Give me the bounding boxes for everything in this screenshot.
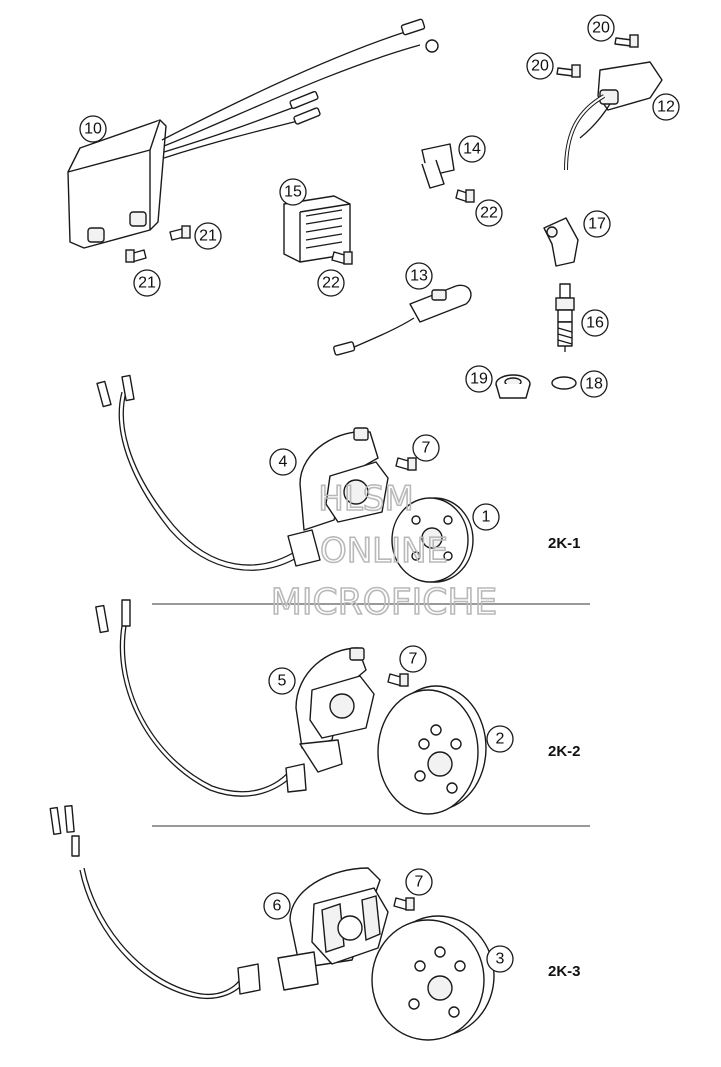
spark-plug-cap <box>543 217 579 267</box>
svg-text:18: 18 <box>585 376 603 393</box>
svg-text:14: 14 <box>463 141 481 158</box>
stator-plate-4 <box>96 374 389 571</box>
bolt-7-variant-1 <box>395 457 417 471</box>
bolt-22-regulator <box>331 251 353 265</box>
callout-5: 5 <box>268 667 296 695</box>
svg-text:10: 10 <box>84 121 102 138</box>
svg-text:5: 5 <box>278 673 287 690</box>
stator-plate-5 <box>95 599 375 797</box>
o-ring-18 <box>551 376 577 390</box>
bolt-21-lower <box>125 249 147 263</box>
stator-plate-6 <box>49 805 389 1000</box>
flywheel-3 <box>371 915 495 1041</box>
callout-7-variant-1: 7 <box>412 434 440 462</box>
variant-label-2k-2: 2K-2 <box>548 743 581 760</box>
svg-text:13: 13 <box>410 268 428 285</box>
callout-19: 19 <box>465 365 493 393</box>
callout-7-variant-3: 7 <box>405 868 433 896</box>
seal-ring-19 <box>495 374 531 399</box>
svg-text:12: 12 <box>657 99 675 116</box>
callout-1: 1 <box>472 503 500 531</box>
bolt-7-variant-2 <box>387 673 409 687</box>
callout-22-lower: 22 <box>317 269 345 297</box>
spark-plug <box>555 283 575 352</box>
watermark: HLSM ONLINE MICROFICHE <box>270 478 498 624</box>
bolt-20-upper <box>614 34 639 48</box>
callout-12: 12 <box>652 93 680 121</box>
svg-text:21: 21 <box>138 275 156 292</box>
bolt-7-variant-3 <box>393 897 415 911</box>
svg-text:15: 15 <box>284 184 302 201</box>
watermark-line-3: MICROFICHE <box>271 582 497 623</box>
wire-harness-13 <box>333 284 472 356</box>
svg-text:7: 7 <box>409 651 418 668</box>
cdi-unit <box>67 18 439 249</box>
svg-text:16: 16 <box>586 315 604 332</box>
callout-2: 2 <box>486 725 514 753</box>
callout-6: 6 <box>263 892 291 920</box>
callout-3: 3 <box>486 945 514 973</box>
variant-label-2k-3: 2K-3 <box>548 963 581 980</box>
callout-20-upper: 20 <box>587 14 615 42</box>
svg-text:3: 3 <box>496 951 505 968</box>
svg-text:7: 7 <box>415 874 424 891</box>
svg-text:1: 1 <box>482 509 491 526</box>
flywheel-2 <box>377 685 487 815</box>
bolt-21-upper <box>169 225 191 241</box>
callout-21-lower: 21 <box>133 269 161 297</box>
callout-21-upper: 21 <box>194 222 222 250</box>
callout-17: 17 <box>583 210 611 238</box>
watermark-line-2: ONLINE <box>320 531 448 571</box>
callout-15: 15 <box>279 178 307 206</box>
callout-16: 16 <box>581 309 609 337</box>
svg-text:22: 22 <box>322 275 340 292</box>
callout-13: 13 <box>405 262 433 290</box>
ignition-coil <box>564 61 663 171</box>
callout-22-upper: 22 <box>475 199 503 227</box>
svg-text:19: 19 <box>470 371 488 388</box>
callout-20-lower: 20 <box>526 52 554 80</box>
bolt-22-bracket <box>455 189 475 203</box>
svg-text:20: 20 <box>592 20 610 37</box>
watermark-line-1: HLSM <box>318 479 413 519</box>
flywheel-1 <box>391 497 474 583</box>
callout-18: 18 <box>580 370 608 398</box>
svg-text:4: 4 <box>279 454 288 471</box>
svg-text:17: 17 <box>588 216 606 233</box>
svg-text:6: 6 <box>273 898 282 915</box>
svg-text:22: 22 <box>480 205 498 222</box>
callout-4: 4 <box>269 448 297 476</box>
variant-label-2k-1: 2K-1 <box>548 535 581 552</box>
voltage-regulator <box>283 195 351 263</box>
callout-7-variant-2: 7 <box>399 645 427 673</box>
svg-text:20: 20 <box>531 58 549 75</box>
svg-text:21: 21 <box>199 228 217 245</box>
bolt-20-lower <box>556 64 581 78</box>
bracket-14 <box>421 143 455 189</box>
callout-14: 14 <box>458 135 486 163</box>
svg-text:7: 7 <box>422 440 431 457</box>
callout-10: 10 <box>79 115 107 143</box>
svg-text:2: 2 <box>496 731 505 748</box>
